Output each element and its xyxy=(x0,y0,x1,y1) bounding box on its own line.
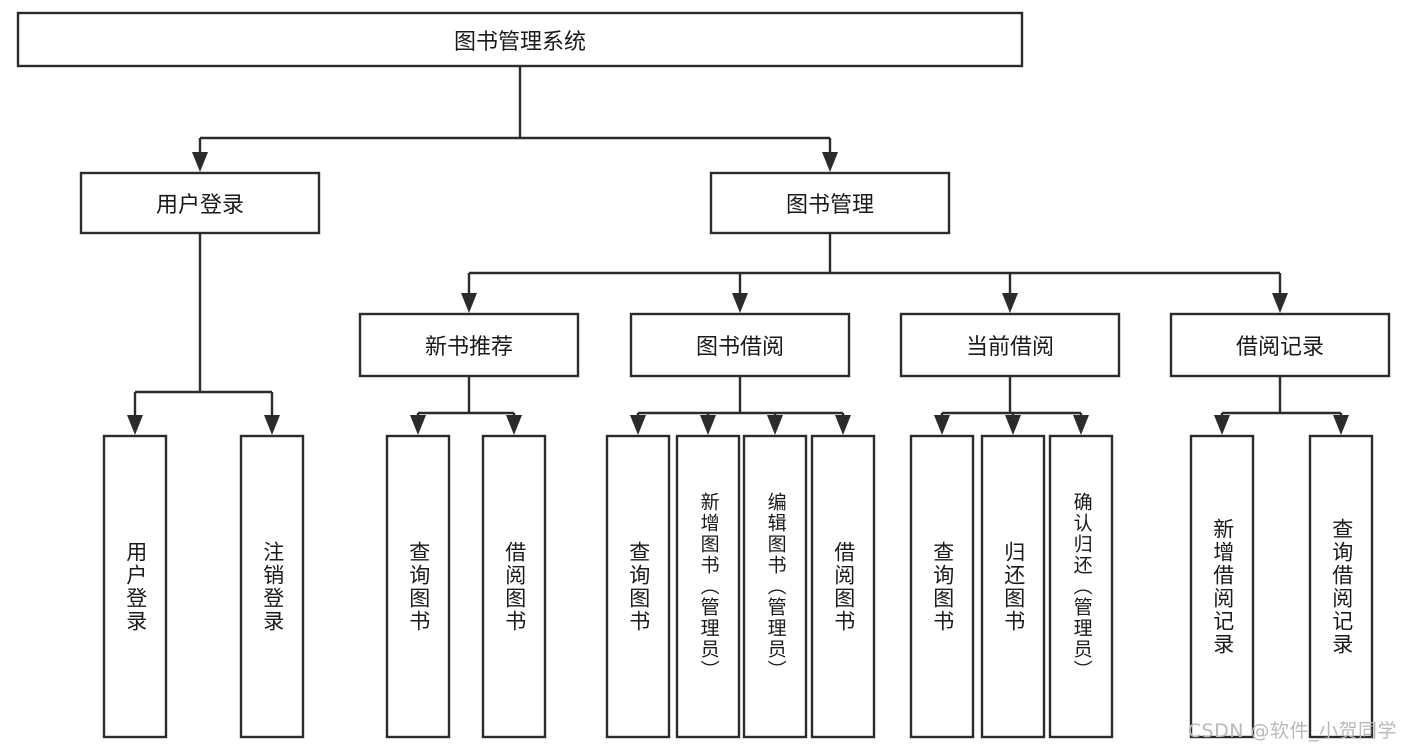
node-box-root[interactable] xyxy=(16,11,1024,68)
node-box-book-borrow[interactable] xyxy=(629,312,851,378)
arrow-head-icon xyxy=(732,293,748,313)
arrow-head-icon xyxy=(1005,415,1021,435)
arrow-head-icon xyxy=(822,152,838,172)
node-leaf-l-query-book-1[interactable] xyxy=(387,436,449,737)
node-leaf-l-add-book[interactable] xyxy=(677,436,739,737)
node-level3-borrow-record[interactable] xyxy=(1171,314,1389,376)
arrow-head-icon xyxy=(1073,415,1089,435)
node-box-leaf-logout[interactable] xyxy=(239,434,305,739)
node-box-l-return-book[interactable] xyxy=(980,434,1046,739)
node-box-l-query-record[interactable] xyxy=(1308,434,1374,739)
arrow-head-icon xyxy=(506,415,522,435)
node-box-current-borrow[interactable] xyxy=(899,312,1121,378)
node-box-leaf-user-login[interactable] xyxy=(102,434,168,739)
node-leaf-l-add-record[interactable] xyxy=(1191,436,1253,737)
node-leaf-l-borrow-book-1[interactable] xyxy=(483,436,545,737)
node-leaf-leaf-user-login[interactable] xyxy=(104,436,166,737)
node-leaf-l-edit-book[interactable] xyxy=(744,436,806,737)
boxes-layer xyxy=(16,11,1391,739)
node-level2-user-login[interactable] xyxy=(81,173,319,233)
node-box-l-borrow-book-2[interactable] xyxy=(810,434,876,739)
node-box-l-edit-book[interactable] xyxy=(742,434,808,739)
node-level3-new-book-rec[interactable] xyxy=(360,314,578,376)
watermark-text: CSDN @软件_小贺同学 xyxy=(1187,720,1397,742)
arrow-head-icon xyxy=(1214,415,1230,435)
node-leaf-l-query-book-2[interactable] xyxy=(607,436,669,737)
node-box-l-confirm-return[interactable] xyxy=(1048,434,1114,739)
node-box-l-add-book[interactable] xyxy=(675,434,741,739)
arrow-head-icon xyxy=(630,415,646,435)
arrow-head-icon xyxy=(1272,293,1288,313)
connectors-layer xyxy=(127,66,1349,435)
node-leaf-l-borrow-book-2[interactable] xyxy=(812,436,874,737)
node-box-l-query-book-1[interactable] xyxy=(385,434,451,739)
arrow-head-icon xyxy=(700,415,716,435)
arrow-head-icon xyxy=(461,293,477,313)
arrow-head-icon xyxy=(192,152,208,172)
node-box-l-query-book-2[interactable] xyxy=(605,434,671,739)
node-box-l-borrow-book-1[interactable] xyxy=(481,434,547,739)
node-box-borrow-record[interactable] xyxy=(1169,312,1391,378)
node-box-new-book-rec[interactable] xyxy=(358,312,580,378)
node-level3-current-borrow[interactable] xyxy=(901,314,1119,376)
arrow-head-icon xyxy=(1333,415,1349,435)
node-level2-book-manage[interactable] xyxy=(711,173,949,233)
arrow-head-icon xyxy=(127,415,143,435)
node-leaf-leaf-logout[interactable] xyxy=(241,436,303,737)
node-leaf-l-confirm-return[interactable] xyxy=(1050,436,1112,737)
node-box-user-login[interactable] xyxy=(79,171,321,235)
node-box-l-query-book-3[interactable] xyxy=(909,434,975,739)
arrow-head-icon xyxy=(934,415,950,435)
node-leaf-l-query-book-3[interactable] xyxy=(911,436,973,737)
node-leaf-l-query-record[interactable] xyxy=(1310,436,1372,737)
arrow-head-icon xyxy=(767,415,783,435)
node-box-book-manage[interactable] xyxy=(709,171,951,235)
node-box-l-add-record[interactable] xyxy=(1189,434,1255,739)
arrow-head-icon xyxy=(835,415,851,435)
arrow-head-icon xyxy=(264,415,280,435)
node-leaf-l-return-book[interactable] xyxy=(982,436,1044,737)
arrow-head-icon xyxy=(410,415,426,435)
node-root-root[interactable] xyxy=(18,13,1022,66)
node-level3-book-borrow[interactable] xyxy=(631,314,849,376)
arrow-head-icon xyxy=(1002,293,1018,313)
